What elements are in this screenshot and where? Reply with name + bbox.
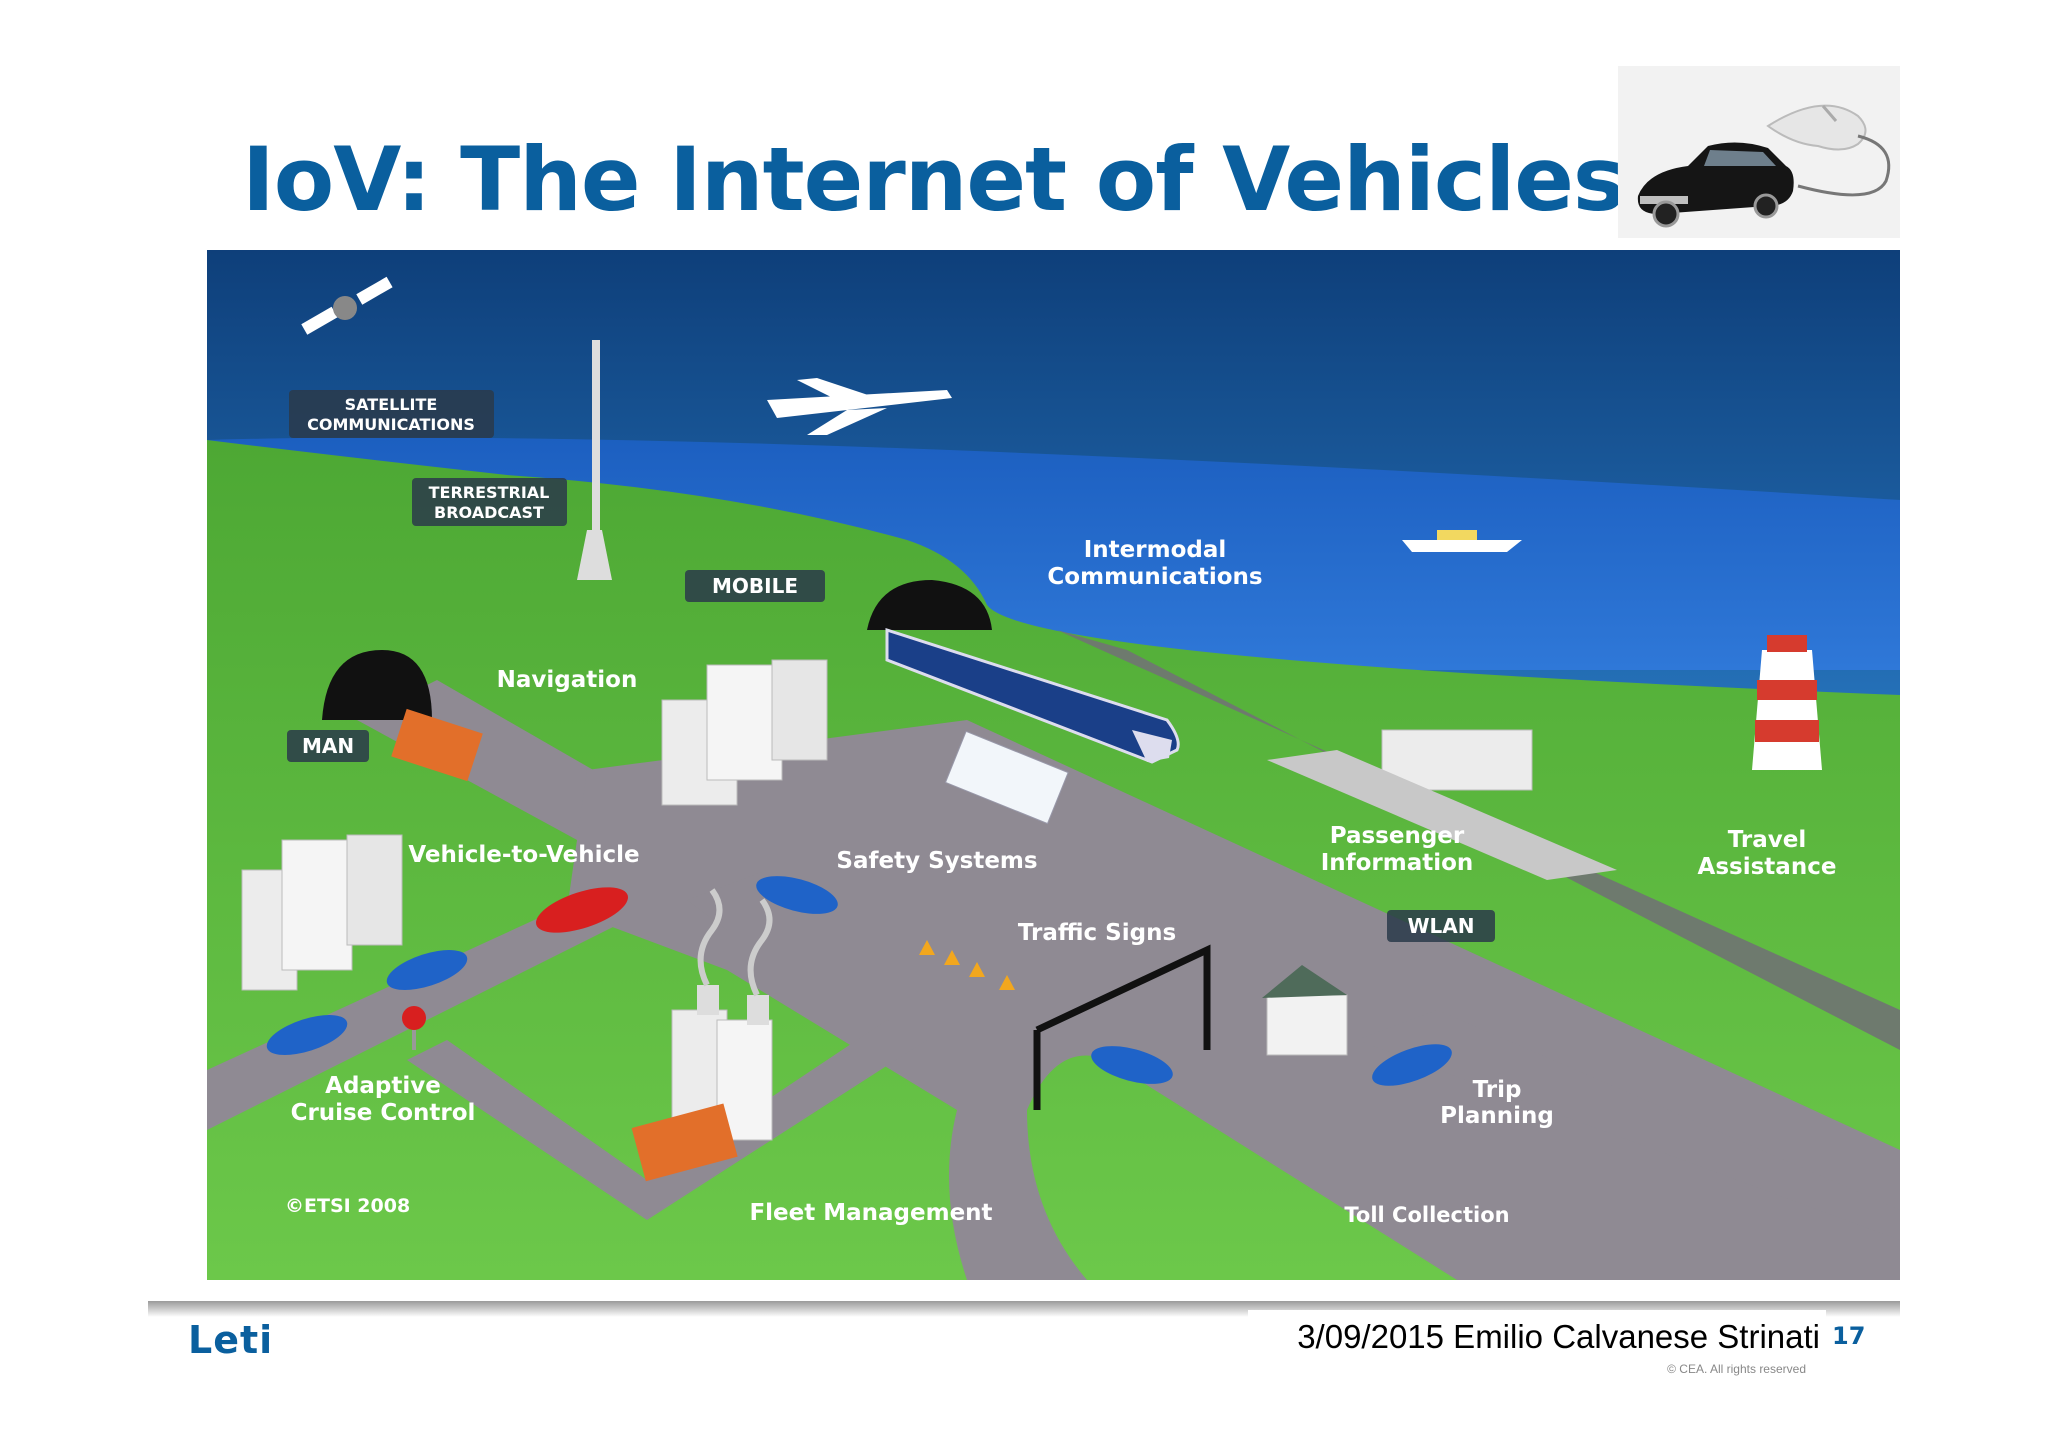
page-number: 17 <box>1832 1322 1866 1350</box>
bus <box>944 730 1069 825</box>
toll-gate <box>1033 944 1211 1110</box>
stop-sign-icon <box>402 1006 426 1050</box>
label-safety: Safety Systems <box>836 848 1037 874</box>
satellite-icon <box>301 276 393 335</box>
label-navigation: Navigation <box>497 667 638 693</box>
tv-tower <box>577 340 612 580</box>
tunnel-left <box>322 650 432 720</box>
ship-icon <box>1402 530 1522 552</box>
iov-infographic: SATELLITE COMMUNICATIONS TERRESTRIAL BRO… <box>207 250 1900 1280</box>
truck-bottom <box>631 1103 738 1182</box>
road-trip <box>1357 1010 1900 1240</box>
footer-divider <box>148 1301 1900 1311</box>
label-adaptive-2: Cruise Control <box>291 1100 476 1126</box>
svg-text:COMMUNICATIONS: COMMUNICATIONS <box>307 415 475 434</box>
leti-logo: Leti <box>188 1318 274 1362</box>
label-mobile: MOBILE <box>685 570 825 602</box>
label-traffic-signs: Traffic Signs <box>1018 920 1176 946</box>
label-trip-1: Trip <box>1473 1077 1522 1103</box>
label-passenger-1: Passenger <box>1330 823 1465 849</box>
label-wlan: WLAN <box>1387 910 1495 942</box>
label-trip-2: Planning <box>1440 1103 1554 1129</box>
buildings-man <box>241 834 403 991</box>
label-satellite: SATELLITE COMMUNICATIONS <box>289 390 494 438</box>
label-travel-2: Assistance <box>1698 854 1837 880</box>
svg-text:MAN: MAN <box>302 734 354 758</box>
label-v2v: Vehicle-to-Vehicle <box>408 842 639 868</box>
footer-date-author: 3/09/2015 Emilio Calvanese Strinati <box>1248 1310 1826 1364</box>
svg-text:TERRESTRIAL: TERRESTRIAL <box>429 483 550 502</box>
label-terrestrial: TERRESTRIAL BROADCAST <box>412 478 567 526</box>
etsi-credit: ©ETSI 2008 <box>285 1195 410 1217</box>
car-toll <box>1091 1046 1173 1084</box>
airplane-icon <box>767 378 952 435</box>
label-adaptive-1: Adaptive <box>325 1073 441 1099</box>
station <box>1267 729 1617 880</box>
lighthouse <box>1752 635 1822 770</box>
svg-text:MOBILE: MOBILE <box>712 574 798 598</box>
svg-text:WLAN: WLAN <box>1407 914 1474 938</box>
house <box>1262 965 1348 1056</box>
footer-divider-shadow <box>148 1311 1900 1317</box>
svg-text:SATELLITE: SATELLITE <box>345 395 438 414</box>
svg-text:BROADCAST: BROADCAST <box>434 503 544 522</box>
road-loop <box>407 1020 927 1220</box>
label-travel-1: Travel <box>1728 827 1807 853</box>
tunnel-train <box>867 580 992 630</box>
road-main <box>567 720 1900 1280</box>
label-intermodal-1: Intermodal <box>1084 537 1227 563</box>
car-v2v <box>386 949 468 991</box>
label-fleet: Fleet Management <box>749 1200 992 1226</box>
label-intermodal-2: Communications <box>1047 564 1262 590</box>
label-toll: Toll Collection <box>1344 1203 1509 1227</box>
truck-top <box>391 708 483 782</box>
copyright-notice: © CEA. All rights reserved <box>1667 1362 1806 1376</box>
traffic-cones <box>919 940 1015 990</box>
car-acc <box>266 1014 348 1056</box>
fire-car <box>536 887 628 933</box>
car-mouse-photo <box>1618 66 1900 238</box>
car-trip <box>1372 1044 1452 1086</box>
car-safety <box>756 876 838 914</box>
label-man: MAN <box>287 730 369 762</box>
buildings-mobile <box>661 659 828 806</box>
label-passenger-2: Information <box>1321 850 1474 876</box>
slide-title: IoV: The Internet of Vehicles <box>242 128 1625 231</box>
